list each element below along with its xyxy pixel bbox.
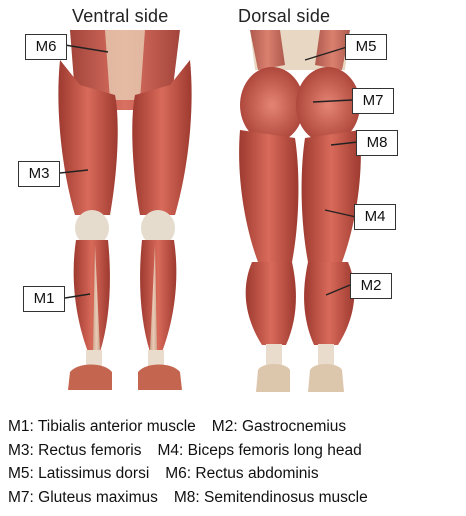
label-m6: M6 [25,34,67,60]
legend-item-m3: M3: Rectus femoris [8,442,142,459]
legend-row: M1: Tibialis anterior muscle M2: Gastrocn… [8,415,466,439]
legend-item-m8: M8: Semitendinosus muscle [174,489,368,506]
legend-row: M5: Latissimus dorsi M6: Rectus abdominis [8,462,466,486]
legend-row: M7: Gluteus maximus M8: Semitendinosus mu… [8,486,466,510]
label-m8: M8 [356,130,398,156]
legend-item-m2: M2: Gastrocnemius [212,418,346,435]
label-m4: M4 [354,204,396,230]
legend-item-m5: M5: Latissimus dorsi [8,465,149,482]
legend-item-m4: M4: Biceps femoris long head [158,442,362,459]
label-m2: M2 [350,273,392,299]
anatomy-illustration [0,0,466,400]
legend-item-m7: M7: Gluteus maximus [8,489,158,506]
label-m1: M1 [23,286,65,312]
ventral-side-title: Ventral side [72,6,168,27]
dorsal-side-title: Dorsal side [238,6,330,27]
legend-item-m6: M6: Rectus abdominis [165,465,318,482]
label-m5: M5 [345,34,387,60]
legend: M1: Tibialis anterior muscle M2: Gastrocn… [8,415,466,509]
legend-row: M3: Rectus femoris M4: Biceps femoris lon… [8,439,466,463]
muscle-diagram: Ventral side Dorsal side M6 M3 M1 M5 M7 … [0,0,466,400]
label-m7: M7 [352,88,394,114]
label-m3: M3 [18,161,60,187]
dorsal-figure [239,30,361,392]
ventral-figure [58,30,191,390]
legend-item-m1: M1: Tibialis anterior muscle [8,418,196,435]
